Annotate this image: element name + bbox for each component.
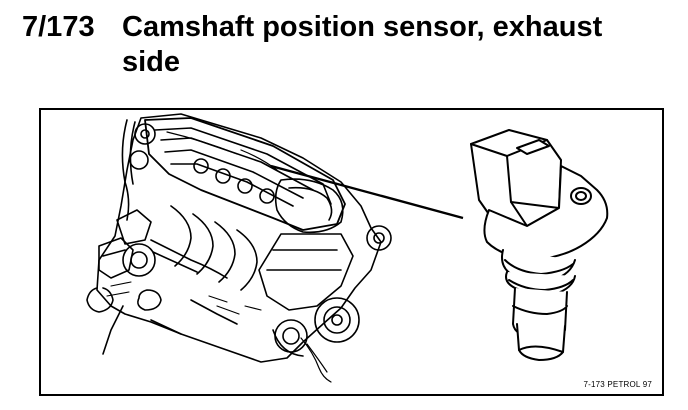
figure-drawing (86, 113, 609, 383)
engine-illustration-icon (86, 113, 392, 383)
camshaft-sensor-illustration-icon (470, 129, 609, 361)
leader-line (270, 164, 464, 220)
figure-caption: 7-173 PETROL 97 (583, 380, 652, 389)
figure-frame: 7-173 PETROL 97 (39, 108, 664, 396)
section-title: Camshaft position sensor, exhaust side (122, 11, 603, 78)
section-number: 7/173 (22, 11, 95, 43)
